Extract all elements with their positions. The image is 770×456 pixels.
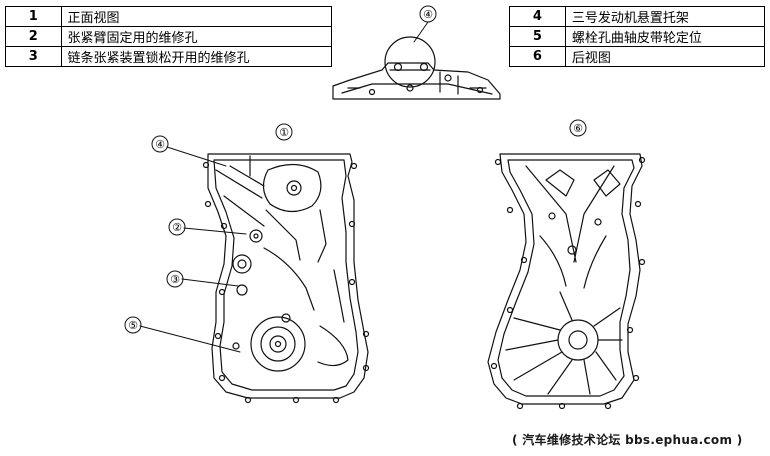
legend-row: 4 三号发动机悬置托架 bbox=[509, 6, 766, 27]
callout-circles bbox=[124, 5, 587, 334]
callout-4-top: ④ bbox=[423, 8, 433, 21]
mount-bracket-top-view bbox=[332, 36, 501, 100]
watermark: ( 汽车维修技术论坛 bbs.ephua.com ) bbox=[512, 433, 743, 447]
callout-4-front: ④ bbox=[155, 138, 165, 151]
legend-text: 螺栓孔曲轴皮带轮定位 bbox=[564, 26, 766, 47]
callout-1: ① bbox=[279, 126, 289, 139]
timing-cover-rear-view bbox=[487, 153, 646, 410]
leader-lines bbox=[139, 21, 429, 353]
legend-text: 后视图 bbox=[564, 46, 766, 67]
legend-row: 5 螺栓孔曲轴皮带轮定位 bbox=[509, 26, 766, 47]
legend-row: 6 后视图 bbox=[509, 46, 766, 67]
legend-text: 链条张紧装置锁松开用的维修孔 bbox=[60, 46, 333, 67]
callout-3: ③ bbox=[170, 273, 180, 286]
callout-6: ⑥ bbox=[573, 122, 583, 135]
legend-number: 6 bbox=[509, 46, 566, 67]
timing-cover-front-view bbox=[202, 153, 370, 404]
legend-row: 3 链条张紧装置锁松开用的维修孔 bbox=[5, 46, 333, 67]
legend-text: 三号发动机悬置托架 bbox=[564, 6, 766, 27]
legend-text: 张紧臂固定用的维修孔 bbox=[60, 26, 333, 47]
legend-table-right: 4 三号发动机悬置托架 5 螺栓孔曲轴皮带轮定位 6 后视图 bbox=[509, 6, 766, 67]
legend-row: 2 张紧臂固定用的维修孔 bbox=[5, 26, 333, 47]
legend-table-left: 1 正面视图 2 张紧臂固定用的维修孔 3 链条张紧装置锁松开用的维修孔 bbox=[5, 6, 333, 67]
callout-2: ② bbox=[172, 221, 182, 234]
callout-5: ⑤ bbox=[128, 319, 138, 332]
